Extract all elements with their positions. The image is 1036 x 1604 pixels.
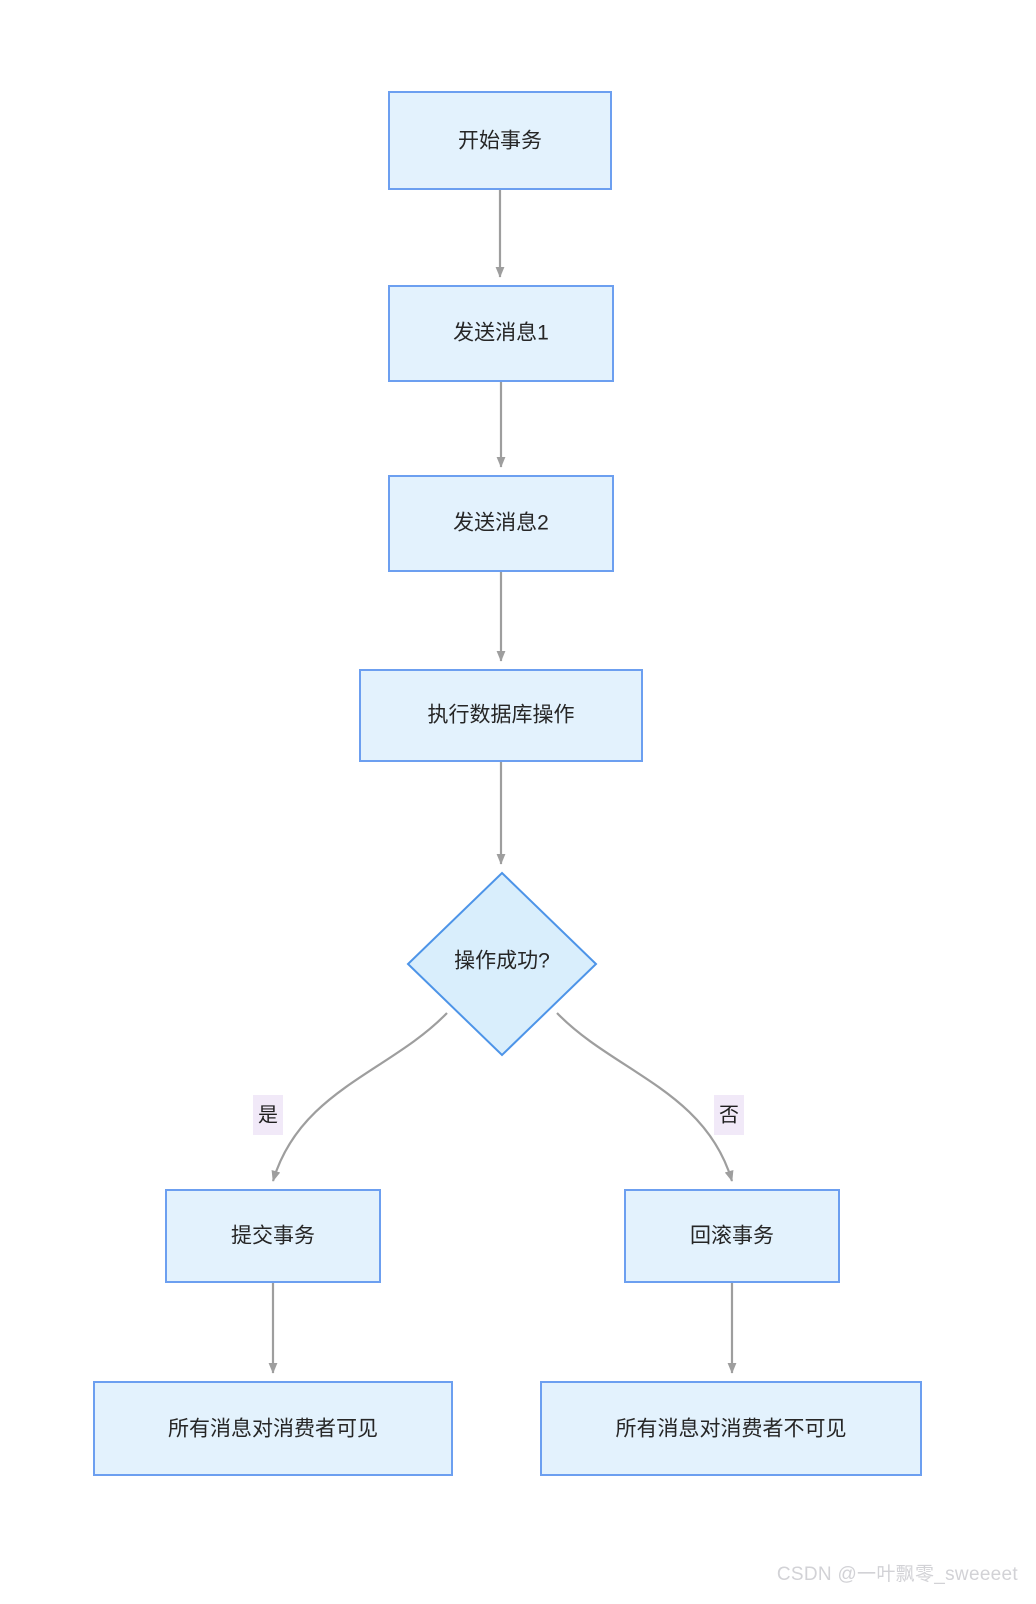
node-send-message-2-label: 发送消息2 (453, 512, 549, 535)
node-messages-visible[interactable]: 所有消息对消费者可见 (93, 1381, 453, 1476)
edge-label-no: 否 (714, 1095, 744, 1135)
node-start-label: 开始事务 (458, 130, 542, 153)
node-decision-operation-success[interactable]: 操作成功? (406, 871, 598, 1057)
edge-label-yes: 是 (253, 1095, 283, 1135)
node-send-message-1-label: 发送消息1 (453, 322, 549, 345)
node-messages-invisible[interactable]: 所有消息对消费者不可见 (540, 1381, 922, 1476)
edges-layer (268, 189, 737, 1374)
node-rollback-transaction[interactable]: 回滚事务 (624, 1189, 840, 1283)
node-send-message-1[interactable]: 发送消息1 (388, 285, 614, 382)
watermark: CSDN @一叶飘零_sweeeet (776, 1564, 1018, 1585)
node-messages-visible-label: 所有消息对消费者可见 (168, 1418, 378, 1441)
edge-label-no-text: 否 (719, 1104, 739, 1126)
edge-label-yes-text: 是 (258, 1104, 278, 1126)
node-send-message-2[interactable]: 发送消息2 (388, 475, 614, 572)
node-commit-transaction-label: 提交事务 (231, 1225, 315, 1248)
node-commit-transaction[interactable]: 提交事务 (165, 1189, 381, 1283)
edge-decision-to-rollback (556, 1012, 734, 1182)
edge-decision-to-commit (271, 1012, 448, 1182)
node-start[interactable]: 开始事务 (388, 91, 612, 190)
node-decision-label: 操作成功? (454, 950, 550, 973)
node-db-operation-label: 执行数据库操作 (428, 704, 575, 727)
node-messages-invisible-label: 所有消息对消费者不可见 (616, 1418, 847, 1441)
node-rollback-transaction-label: 回滚事务 (690, 1225, 774, 1248)
node-db-operation[interactable]: 执行数据库操作 (359, 669, 643, 762)
